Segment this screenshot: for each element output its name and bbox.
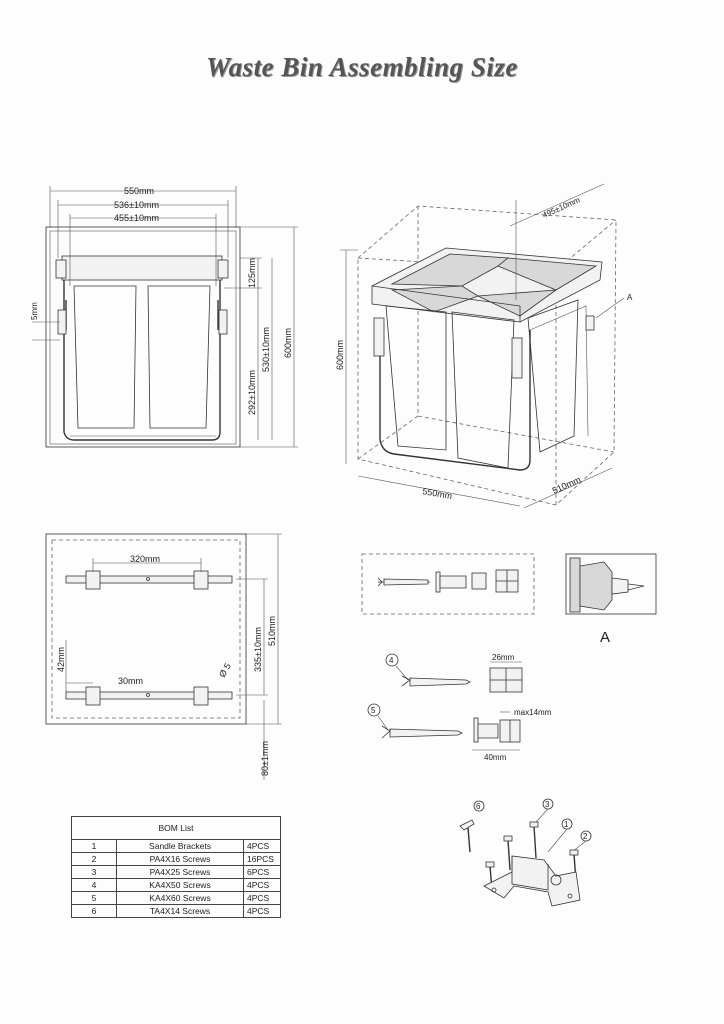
page-title: Waste Bin Assembling Size bbox=[206, 52, 518, 82]
dim-spacing: 335±10mm bbox=[253, 627, 263, 672]
bom-cell-qty: 4PCS bbox=[243, 904, 281, 918]
screw-dims: 4 26mm 5 max14mm 40mm bbox=[367, 653, 552, 762]
bom-cell-qty: 6PCS bbox=[243, 865, 281, 879]
dim-frame-width: 536±10mm bbox=[114, 200, 159, 210]
dim-iso-width: 550mm bbox=[422, 486, 453, 501]
callout-a: A bbox=[627, 293, 633, 302]
bom-cell-qty: 4PCS bbox=[243, 878, 281, 892]
dim-max: max14mm bbox=[514, 708, 552, 717]
callout-5: 5 bbox=[371, 706, 376, 715]
dim-len: 40mm bbox=[484, 753, 507, 762]
dim-lower: 292±10mm bbox=[247, 370, 257, 415]
callout-3: 3 bbox=[545, 800, 550, 809]
bracket-assembly: 6 3 1 2 bbox=[459, 798, 592, 907]
bom-cell-qty: 16PCS bbox=[243, 852, 281, 866]
callout-4: 4 bbox=[389, 656, 394, 665]
dim-bracket-span: 320mm bbox=[130, 554, 160, 564]
dim-top: 125mm bbox=[247, 258, 257, 288]
parts-box bbox=[361, 553, 535, 615]
bom-header: BOM List bbox=[71, 816, 281, 840]
bom-cell-no: 3 bbox=[71, 865, 117, 879]
plan-view: 320mm 30mm Ø 5 42mm 335±10mm 510mm 80±1m… bbox=[45, 533, 282, 780]
bom-cell-qty: 4PCS bbox=[243, 839, 281, 853]
dim-depth-top: 495±10mm bbox=[541, 195, 581, 220]
dim-bottom: 80±1mm bbox=[260, 741, 270, 776]
bom-cell-no: 4 bbox=[71, 878, 117, 892]
bom-cell-name: KA4X50 Screws bbox=[116, 878, 244, 892]
dim-height: 600mm bbox=[283, 328, 293, 358]
dim-side: 5mm bbox=[30, 302, 39, 320]
callout-2: 2 bbox=[583, 832, 588, 841]
dim-iso-height: 600mm bbox=[335, 340, 345, 370]
dim-left: 42mm bbox=[56, 647, 66, 672]
callout-6: 6 bbox=[476, 802, 481, 811]
bom-cell-qty: 4PCS bbox=[243, 891, 281, 905]
bom-cell-name: PA4X25 Screws bbox=[116, 865, 244, 879]
dim-hole: Ø 5 bbox=[217, 661, 233, 679]
bom-cell-name: TA4X14 Screws bbox=[116, 904, 244, 918]
detail-a: A bbox=[565, 553, 657, 646]
dim-mid: 530±10mm bbox=[261, 327, 271, 372]
bom-cell-name: PA4X16 Screws bbox=[116, 852, 244, 866]
dim-inner-width: 455±10mm bbox=[114, 213, 159, 223]
dim-overall-width: 550mm bbox=[124, 186, 154, 196]
bom-cell-name: KA4X60 Screws bbox=[116, 891, 244, 905]
dim-cap: 26mm bbox=[492, 653, 515, 662]
bom-cell-no: 6 bbox=[71, 904, 117, 918]
bom-cell-no: 1 bbox=[71, 839, 117, 853]
bom-cell-name: Sandle Brackets bbox=[116, 839, 244, 853]
detail-label: A bbox=[600, 629, 610, 646]
dim-offset: 30mm bbox=[118, 676, 143, 686]
callout-1: 1 bbox=[564, 820, 569, 829]
bom-cell-no: 2 bbox=[71, 852, 117, 866]
dim-iso-depth: 510mm bbox=[551, 474, 582, 495]
front-view: 550mm 536±10mm 455±10mm 125mm 292±10mm 5… bbox=[30, 186, 298, 448]
bom-cell-no: 5 bbox=[71, 891, 117, 905]
dim-plan-depth: 510mm bbox=[267, 616, 277, 646]
iso-view: 495±10mm 600mm 550mm 510mm A bbox=[335, 183, 633, 509]
